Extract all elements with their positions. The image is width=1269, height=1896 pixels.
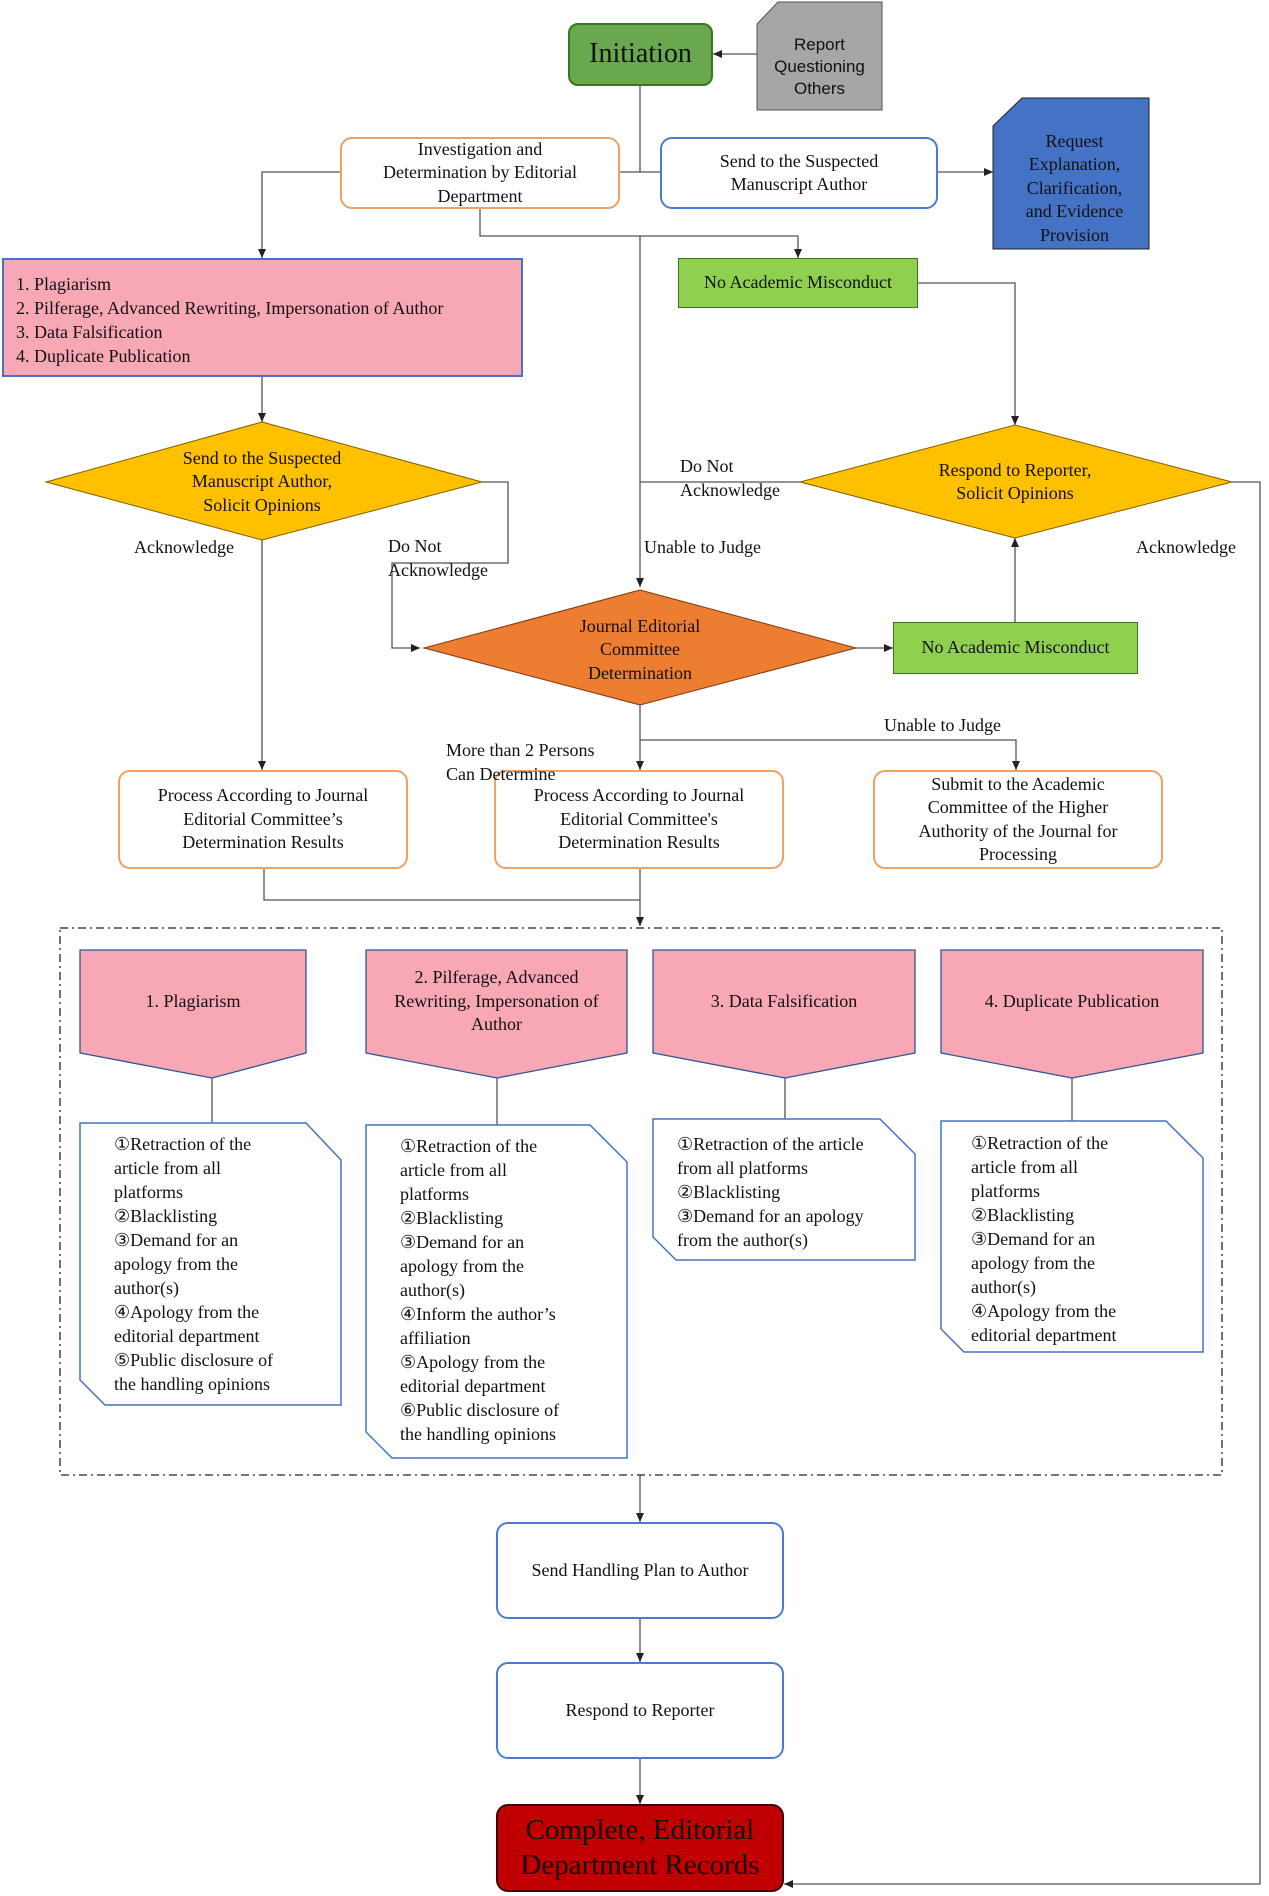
investigation-node: Investigation and Determination by Edito… <box>340 137 620 209</box>
label-unable-to-judge-bottom: Unable to Judge <box>884 715 1001 735</box>
edge-inv-list <box>258 171 340 258</box>
outcome-container <box>59 927 1223 1476</box>
send-handling-plan-node: Send Handling Plan to Author <box>496 1522 784 1619</box>
category-actions-pilferage: ①Retraction of the article from all plat… <box>400 1136 560 1444</box>
committee-determination: Journal Editorial Committee Determinatio… <box>579 615 701 683</box>
request-shape <box>992 97 1150 250</box>
respond-to-reporter-node: Respond to Reporter <box>496 1662 784 1759</box>
report-shape <box>756 1 883 111</box>
process-left-node: Process According to Journal Editorial C… <box>118 770 408 869</box>
no-academic-misconduct-mid: No Academic Misconduct <box>893 622 1138 674</box>
category-title-duplicate: 4. Duplicate Publication <box>984 990 1160 1011</box>
category-actions-data-falsification: ①Retraction of the article from all plat… <box>677 1134 864 1250</box>
misconduct-list-box: 1. Plagiarism 2. Pilferage, Advanced Rew… <box>2 258 523 377</box>
edge-inv-trunk <box>479 209 802 258</box>
label-acknowledge-left: Acknowledge <box>134 537 234 557</box>
misconduct-item: 1. Plagiarism <box>16 274 111 294</box>
edge-solicit-committee <box>391 481 509 652</box>
edge-committee-submit <box>640 739 1020 770</box>
edge-respond-complete <box>784 481 1261 1888</box>
category-title-data-falsification: 3. Data Falsification <box>710 990 858 1011</box>
label-more-than-two: More than 2 Persons Can Determine <box>446 740 595 784</box>
label-do-not-acknowledge-left: Do Not Acknowledge <box>388 536 488 580</box>
category-actions-duplicate: ①Retraction of the article from all plat… <box>971 1133 1117 1345</box>
misconduct-item: 2. Pilferage, Advanced Rewriting, Impers… <box>16 298 444 318</box>
respond-solicit-opinions: Respond to Reporter, Solicit Opinions <box>938 459 1092 503</box>
label-do-not-acknowledge-top: Do Not Acknowledge <box>680 456 780 500</box>
misconduct-item: 4. Duplicate Publication <box>16 346 191 366</box>
request-explanation-node: Request Explanation, Clarification, and … <box>1025 131 1124 245</box>
label-acknowledge-right: Acknowledge <box>1136 537 1236 557</box>
edge-nomis-respond <box>918 282 1019 425</box>
category-actions-plagiarism: ①Retraction of the article from all plat… <box>114 1134 274 1394</box>
submit-higher-authority-node: Submit to the Academic Committee of the … <box>873 770 1163 869</box>
misconduct-item: 3. Data Falsification <box>16 322 163 342</box>
report-questioning-others: Report Questioning Others <box>774 34 865 99</box>
edge-processleft-merge <box>263 869 640 901</box>
respond-diamond-shape <box>798 424 1234 539</box>
no-academic-misconduct-top: No Academic Misconduct <box>678 258 918 308</box>
category-title-pilferage: 2. Pilferage, Advanced Rewriting, Impers… <box>394 967 599 1035</box>
solicit-diamond-shape <box>44 421 484 541</box>
initiation-node: Initiation <box>568 23 713 86</box>
committee-diamond-shape <box>422 589 858 706</box>
complete-records-node: Complete, Editorial Department Records <box>496 1804 784 1892</box>
category-title-plagiarism: 1. Plagiarism <box>145 990 241 1011</box>
process-mid-node: Process According to Journal Editorial C… <box>494 770 784 869</box>
send-solicit-opinions: Send to the Suspected Manuscript Author,… <box>182 447 342 515</box>
send-to-suspected-author-node: Send to the Suspected Manuscript Author <box>660 137 938 209</box>
label-unable-to-judge-top: Unable to Judge <box>644 537 761 557</box>
